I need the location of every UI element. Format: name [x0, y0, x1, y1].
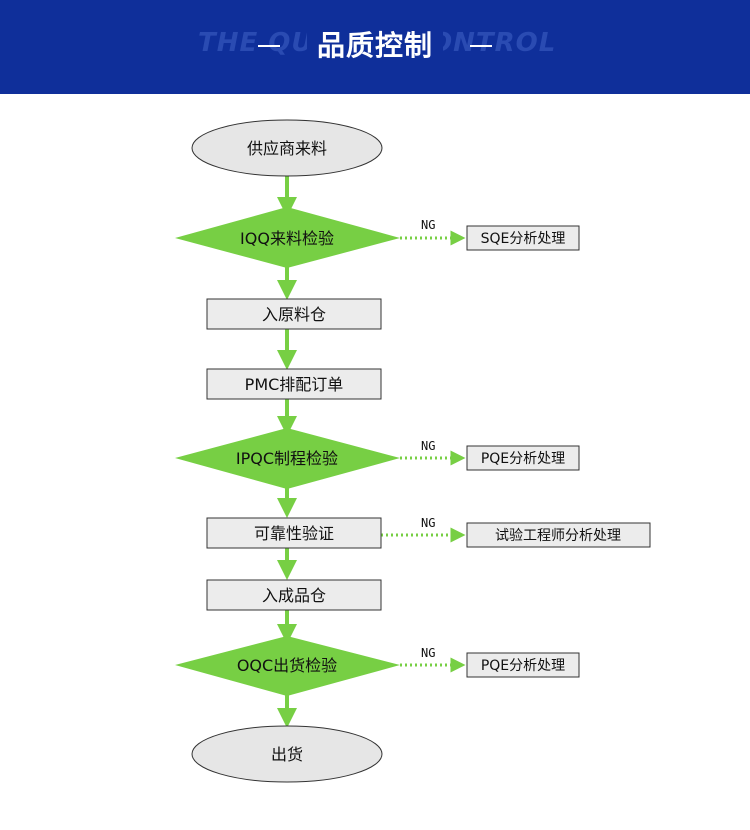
oqc-label: OQC出货检验	[237, 656, 337, 675]
fg-store-label: 入成品仓	[262, 586, 326, 605]
pqe-label-ipqc: PQE分析处理	[481, 451, 565, 467]
ng-label-reliability: NG	[421, 516, 435, 530]
banner-dash-left	[258, 45, 280, 47]
oqc-decision: OQC出货检验	[175, 636, 400, 696]
ng-connectors	[381, 230, 466, 673]
banner-bg-text-right: ONTROL	[430, 28, 557, 58]
pqe-box-oqc: PQE分析处理	[466, 652, 580, 678]
raw-store-label: 入原料仓	[262, 305, 326, 324]
ng-label-ipqc: NG	[421, 439, 435, 453]
banner-bg-text-left: THE QU	[198, 28, 314, 58]
pqe-label-oqc: PQE分析处理	[481, 658, 565, 674]
iqc-decision: IQQ来料检验	[175, 207, 400, 268]
sqe-label: SQE分析处理	[481, 231, 566, 247]
pmc-box: PMC排配订单	[206, 368, 382, 400]
test-engineer-label: 试验工程师分析处理	[495, 528, 621, 544]
pmc-label: PMC排配订单	[245, 375, 344, 394]
start-label: 供应商来料	[247, 139, 327, 158]
raw-store-box: 入原料仓	[206, 298, 382, 330]
end-node: 出货	[191, 725, 383, 783]
test-engineer-box: 试验工程师分析处理	[466, 522, 651, 548]
ipqc-decision: IPQC制程检验	[175, 428, 400, 489]
reliability-box: 可靠性验证	[206, 517, 382, 549]
start-node: 供应商来料	[191, 119, 383, 177]
ng-label-oqc: NG	[421, 646, 435, 660]
fg-store-box: 入成品仓	[206, 579, 382, 611]
pqe-box-ipqc: PQE分析处理	[466, 445, 580, 471]
ipqc-label: IPQC制程检验	[236, 449, 338, 468]
reliability-label: 可靠性验证	[254, 524, 334, 543]
iqc-label: IQQ来料检验	[240, 229, 334, 248]
banner-dash-right	[470, 45, 492, 47]
end-label: 出货	[271, 745, 303, 764]
ng-label-iqc: NG	[421, 218, 435, 232]
page-title: 品质控制	[306, 24, 443, 64]
header-banner: THE QU ONTROL 品质控制	[0, 0, 750, 94]
sqe-box: SQE分析处理	[466, 225, 580, 251]
